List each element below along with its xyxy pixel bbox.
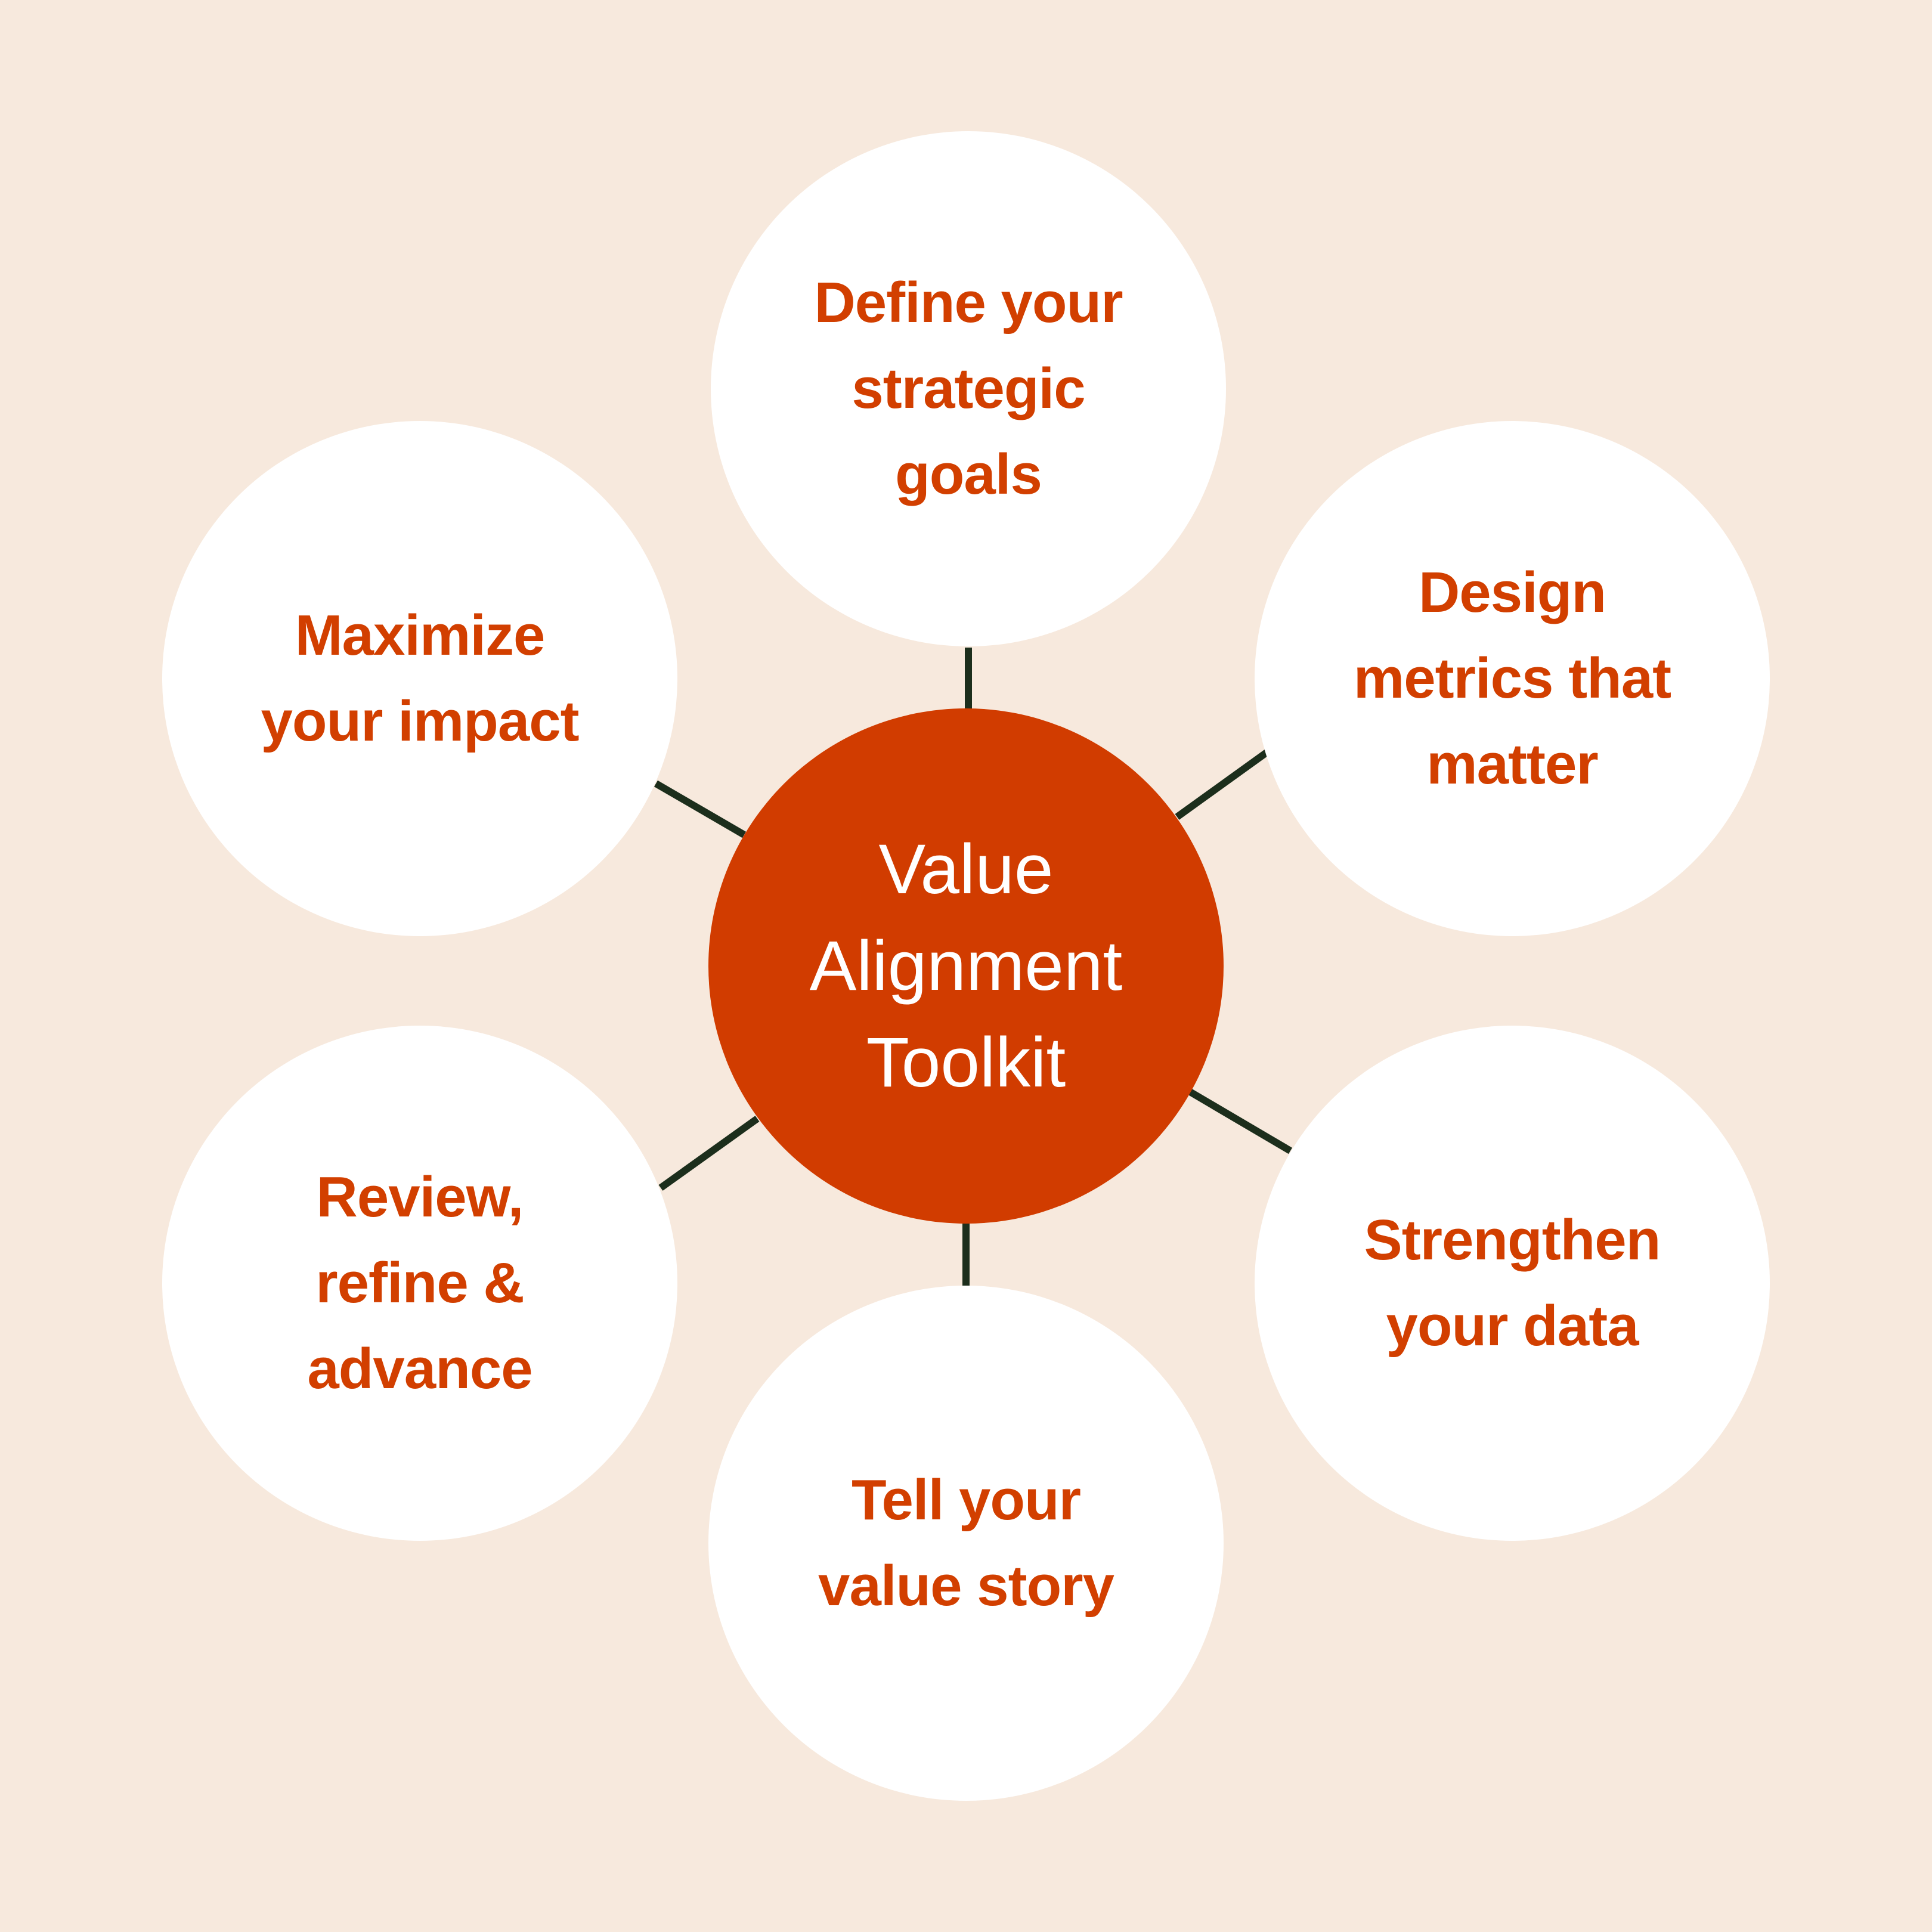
goals-label: Define your strategic goals [814, 271, 1123, 506]
connector-bottom-left [658, 1116, 760, 1191]
review-label: Review, refine & advance [307, 1165, 532, 1401]
story-label: Tell your value story [818, 1468, 1114, 1618]
impact-label: Maximize your impact [261, 603, 579, 753]
impact-node: Maximize your impact [162, 421, 677, 936]
center-hub: Value Alignment Toolkit [708, 708, 1224, 1224]
data-label: Strengthen your data [1364, 1208, 1661, 1358]
metrics-node: Design metrics that matter [1255, 421, 1770, 936]
center-label: Value Alignment Toolkit [809, 830, 1123, 1102]
story-node: Tell your value story [708, 1286, 1224, 1801]
review-node: Review, refine & advance [162, 1026, 677, 1541]
goals-node: Define your strategic goals [711, 131, 1226, 646]
connector-top-right [1175, 750, 1269, 820]
metrics-label: Design metrics that matter [1353, 561, 1671, 796]
connector-bottom-right [1187, 1088, 1293, 1154]
data-node: Strengthen your data [1255, 1026, 1770, 1541]
connector-top-left [654, 780, 747, 838]
